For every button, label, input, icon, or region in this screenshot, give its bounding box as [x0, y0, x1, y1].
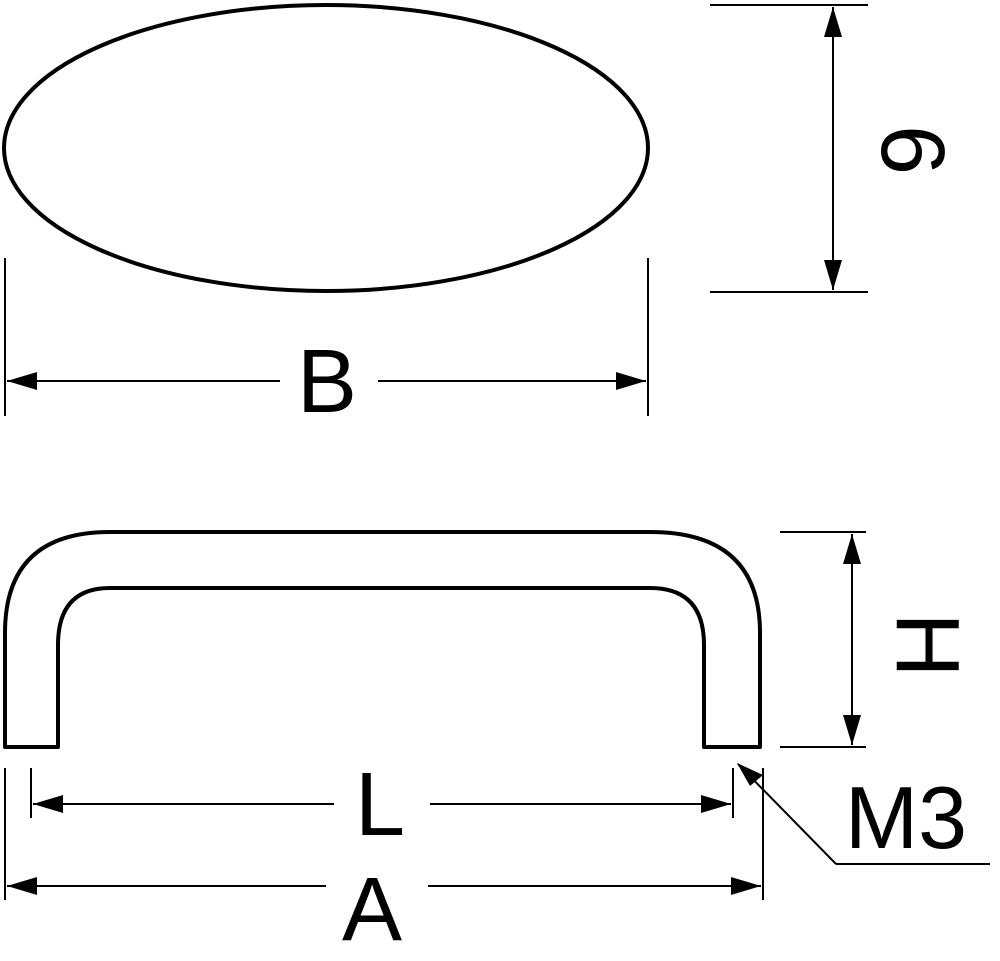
dimension-label-h: H — [877, 613, 977, 678]
thread-callout: M3 — [737, 763, 990, 867]
dimension-label-thickness: 6 — [862, 125, 962, 175]
arrowhead — [7, 877, 37, 895]
arrowhead — [737, 763, 763, 786]
dimension-l: L — [30, 755, 734, 855]
arrowhead — [843, 715, 861, 745]
dimension-a: A — [4, 768, 764, 960]
dimension-label-l: L — [355, 755, 405, 855]
dimension-h: H — [780, 531, 977, 748]
arrowhead — [843, 534, 861, 564]
arrowhead — [824, 7, 842, 37]
dimension-label-b: B — [297, 332, 357, 432]
dimension-thickness: 6 — [710, 4, 962, 293]
arrowhead — [701, 795, 731, 813]
arrowhead — [33, 795, 63, 813]
dimension-b: B — [4, 258, 649, 432]
arrowhead — [7, 372, 37, 390]
arrowhead — [616, 372, 646, 390]
handle-top-view-oval — [2, 3, 650, 293]
dimension-label-a: A — [342, 860, 402, 960]
arrowhead — [731, 877, 761, 895]
handle-side-view-outer — [3, 530, 762, 749]
arrowhead — [824, 260, 842, 290]
thread-label-m3: M3 — [845, 768, 967, 867]
